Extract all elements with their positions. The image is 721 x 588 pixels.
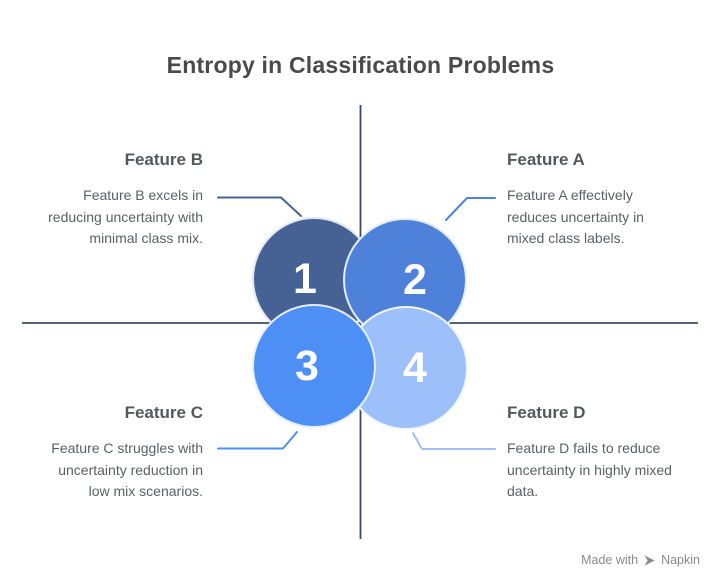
napkin-logo-icon (643, 554, 656, 567)
feature-d-description: Feature D fails to reduce uncertainty in… (507, 440, 672, 499)
feature-c-heading: Feature C (124, 403, 203, 422)
page-title: Entropy in Classification Problems (166, 52, 555, 78)
connector-feature-d (412, 432, 496, 450)
feature-a-heading: Feature A (507, 150, 585, 169)
made-with-napkin-badge[interactable]: Made with Napkin (581, 553, 700, 567)
feature-b-heading: Feature B (124, 150, 203, 169)
connector-feature-b (217, 196, 302, 217)
badge-prefix-text: Made with (581, 553, 639, 567)
feature-b-block: Feature B Feature B excels in reducing u… (37, 149, 203, 250)
circle-3-number: 3 (295, 341, 319, 390)
feature-b-description: Feature B excels in reducing uncertainty… (48, 187, 203, 246)
circle-4-number: 4 (403, 343, 427, 392)
feature-c-block: Feature C Feature C struggles with uncer… (37, 402, 203, 503)
connector-feature-c (217, 431, 298, 450)
feature-d-heading: Feature D (507, 403, 586, 422)
feature-d-block: Feature D Feature D fails to reduce unce… (507, 402, 673, 503)
feature-a-description: Feature A effectively reduces uncertaint… (507, 187, 644, 246)
badge-brand-text: Napkin (661, 553, 700, 567)
circle-2-number: 2 (403, 255, 427, 304)
feature-a-block: Feature A Feature A effectively reduces … (507, 149, 673, 250)
connector-feature-a (445, 197, 496, 221)
feature-c-description: Feature C struggles with uncertainty red… (51, 440, 203, 499)
circle-1-number: 1 (293, 254, 317, 303)
circle-3: 3 (252, 304, 376, 428)
